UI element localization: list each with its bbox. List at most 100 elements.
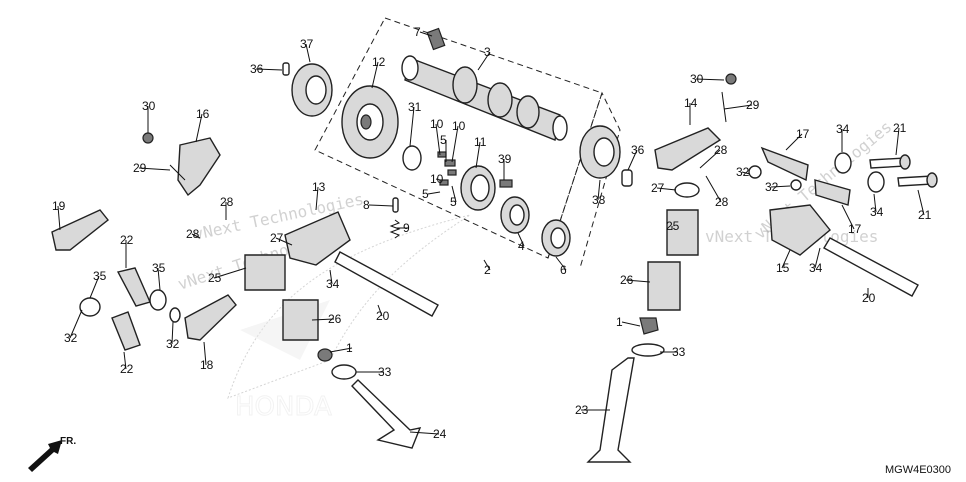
callout-number: 34 <box>326 277 340 291</box>
front-direction-label: FR. <box>60 436 76 447</box>
callout-number: 18 <box>200 358 214 372</box>
callout-leader <box>555 256 567 271</box>
callout-number: 39 <box>498 152 512 166</box>
callout-number: 35 <box>93 269 107 283</box>
callout-leader <box>203 341 207 366</box>
callout-leader <box>814 247 821 269</box>
pin-8 <box>392 197 399 213</box>
callout-leader <box>435 123 441 156</box>
ring-4 <box>500 196 530 234</box>
camshaft <box>401 27 568 141</box>
callout-leader <box>517 232 525 247</box>
callout-number: 26 <box>328 312 342 326</box>
callout-number: 33 <box>672 345 686 359</box>
callout-number: 38 <box>592 193 606 207</box>
drawing-code: MGW4E0300 <box>885 464 951 476</box>
callout-number: 33 <box>378 365 392 379</box>
callout-leader <box>275 237 293 246</box>
callout-leader <box>368 204 394 207</box>
callout-leader <box>329 347 353 353</box>
callout-leader <box>427 191 441 195</box>
rocker-shaft-22b <box>111 311 141 351</box>
callout-leader <box>419 31 433 37</box>
rocker-arm-15 <box>769 204 831 256</box>
callout-leader <box>483 259 491 271</box>
callout-number: 10 <box>430 117 444 131</box>
callout-leader <box>597 179 601 201</box>
bearing-38 <box>579 125 621 179</box>
callout-leader <box>741 171 751 175</box>
callout-number: 28 <box>715 195 729 209</box>
callout-number: 10 <box>452 119 466 133</box>
callout-number: 28 <box>220 195 234 209</box>
callout-number: 34 <box>870 205 884 219</box>
callout-number: 5 <box>440 133 447 147</box>
rocker-arm-17b <box>814 179 851 206</box>
callout-number: 24 <box>433 427 447 441</box>
callout-number: 29 <box>133 161 147 175</box>
callout-number: 5 <box>450 195 457 209</box>
valve-24 <box>351 379 422 449</box>
callout-leader <box>123 351 127 370</box>
rocker-arm-16 <box>177 137 221 197</box>
callout-number: 23 <box>575 403 589 417</box>
callout-number: 32 <box>736 165 750 179</box>
callout-number: 1 <box>346 341 353 355</box>
callout-number: 36 <box>631 143 645 157</box>
callout-leader <box>873 193 877 213</box>
callout-number: 19 <box>52 199 66 213</box>
callout-number: 4 <box>518 239 525 253</box>
callout-leader <box>723 104 753 110</box>
callout-number: 20 <box>376 309 390 323</box>
callout-leader <box>625 279 651 283</box>
push-rod-20a <box>334 251 439 317</box>
callout-leader <box>699 149 721 169</box>
callout-leader <box>435 178 441 181</box>
callout-leader <box>477 51 491 71</box>
callout-leader <box>917 189 925 216</box>
callout-number: 1 <box>616 315 623 329</box>
callout-leader <box>451 185 457 203</box>
callout-leader <box>195 113 203 143</box>
washer-31 <box>402 145 422 171</box>
callout-number: 22 <box>120 233 134 247</box>
callout-leader <box>451 125 459 163</box>
push-rod-20b <box>823 237 919 297</box>
callout-number: 29 <box>746 98 760 112</box>
callout-leader <box>705 175 722 203</box>
valve-springs-right <box>631 209 699 357</box>
callout-number: 26 <box>620 273 634 287</box>
bearing-37 <box>291 63 333 117</box>
callout-number: 27 <box>651 181 665 195</box>
bearing-6 <box>541 219 571 257</box>
callout-leader <box>371 61 379 89</box>
callout-number: 15 <box>776 261 790 275</box>
callout-number: 35 <box>152 261 166 275</box>
callout-leader <box>305 43 311 63</box>
callout-leader <box>138 167 171 171</box>
callout-number: 14 <box>684 96 698 110</box>
small-weights <box>437 151 513 188</box>
callout-number: 37 <box>300 37 314 51</box>
misc-washers <box>79 73 885 323</box>
callout-number: 3 <box>484 45 491 59</box>
callout-leader <box>213 267 247 279</box>
callout-number: 17 <box>796 127 810 141</box>
callout-number: 22 <box>120 362 134 376</box>
callout-number: 31 <box>408 100 422 114</box>
callout-leader <box>315 186 319 211</box>
callout-leader <box>171 321 174 345</box>
rocker-arm-19 <box>51 209 109 251</box>
callout-number: 34 <box>809 261 823 275</box>
callout-leader <box>785 133 803 151</box>
rocker-arm-14 <box>654 127 722 171</box>
callout-leader <box>57 205 61 231</box>
dowel-pin-36 <box>282 62 290 76</box>
callout-leader <box>255 68 283 71</box>
callout-number: 21 <box>918 208 932 222</box>
callout-number: 21 <box>893 121 907 135</box>
callout-leader <box>377 304 383 317</box>
callout-number: 28 <box>714 143 728 157</box>
callout-leader <box>695 78 725 81</box>
callout-number: 34 <box>836 122 850 136</box>
